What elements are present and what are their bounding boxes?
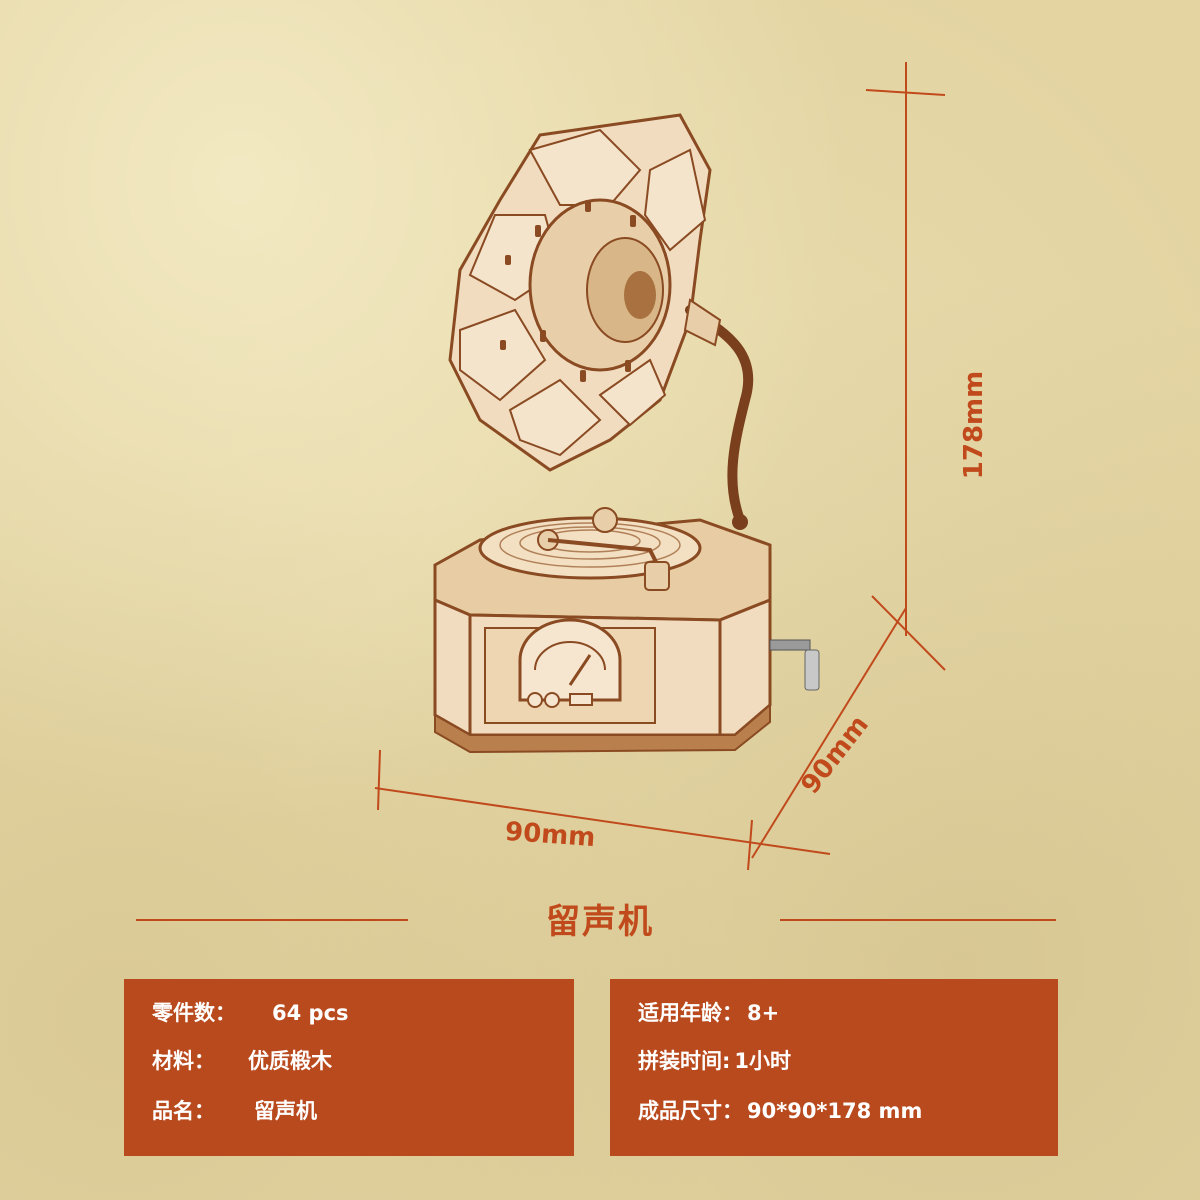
spec-label: 拼装时间: <box>638 1049 731 1073</box>
spec-row-age: 适用年龄：8+ <box>638 997 779 1027</box>
spec-value: 优质椴木 <box>248 1049 332 1073</box>
gramophone-horn <box>448 113 712 472</box>
gramophone-base <box>433 597 820 754</box>
title-rule-left <box>136 919 408 921</box>
width-tick-left <box>377 749 381 811</box>
title-rule-right <box>780 919 1056 921</box>
spec-label: 零件数： <box>152 1001 236 1025</box>
height-dimension-label: 178mm <box>959 370 990 480</box>
gramophone-tone-arm <box>683 298 754 530</box>
spec-value: 64 pcs <box>272 1001 349 1025</box>
spec-value: 1小时 <box>734 1049 792 1073</box>
width-dimension-label: 90mm <box>504 816 597 854</box>
height-tick-bottom <box>871 595 946 671</box>
gramophone-turntable <box>433 507 772 622</box>
product-title: 留声机 <box>546 902 654 942</box>
specs-panel-left: 零件数： 64 pcs 材料： 优质椴木 品名： 留声机 <box>124 979 574 1156</box>
spec-row-size: 成品尺寸：90*90*178 mm <box>638 1095 922 1125</box>
spec-label: 品名： <box>152 1099 215 1123</box>
spec-label: 成品尺寸： <box>638 1099 743 1123</box>
spec-row-name: 品名： 留声机 <box>152 1095 317 1125</box>
spec-label: 适用年龄： <box>638 1001 743 1025</box>
dimension-lines <box>374 62 946 871</box>
spec-row-material: 材料： 优质椴木 <box>152 1045 332 1075</box>
spec-row-assembly-time: 拼装时间:1小时 <box>638 1045 791 1075</box>
spec-value: 留声机 <box>254 1099 317 1123</box>
specs-panel-right: 适用年龄：8+ 拼装时间:1小时 成品尺寸：90*90*178 mm <box>610 979 1058 1156</box>
depth-dimension-line <box>751 607 907 859</box>
spec-value: 90*90*178 mm <box>747 1099 923 1123</box>
spec-label: 材料： <box>152 1049 215 1073</box>
spec-row-parts: 零件数： 64 pcs <box>152 997 349 1027</box>
height-tick-top <box>865 89 946 96</box>
width-tick-right <box>747 819 753 871</box>
width-dimension-line <box>374 787 831 855</box>
spec-value: 8+ <box>747 1001 780 1025</box>
